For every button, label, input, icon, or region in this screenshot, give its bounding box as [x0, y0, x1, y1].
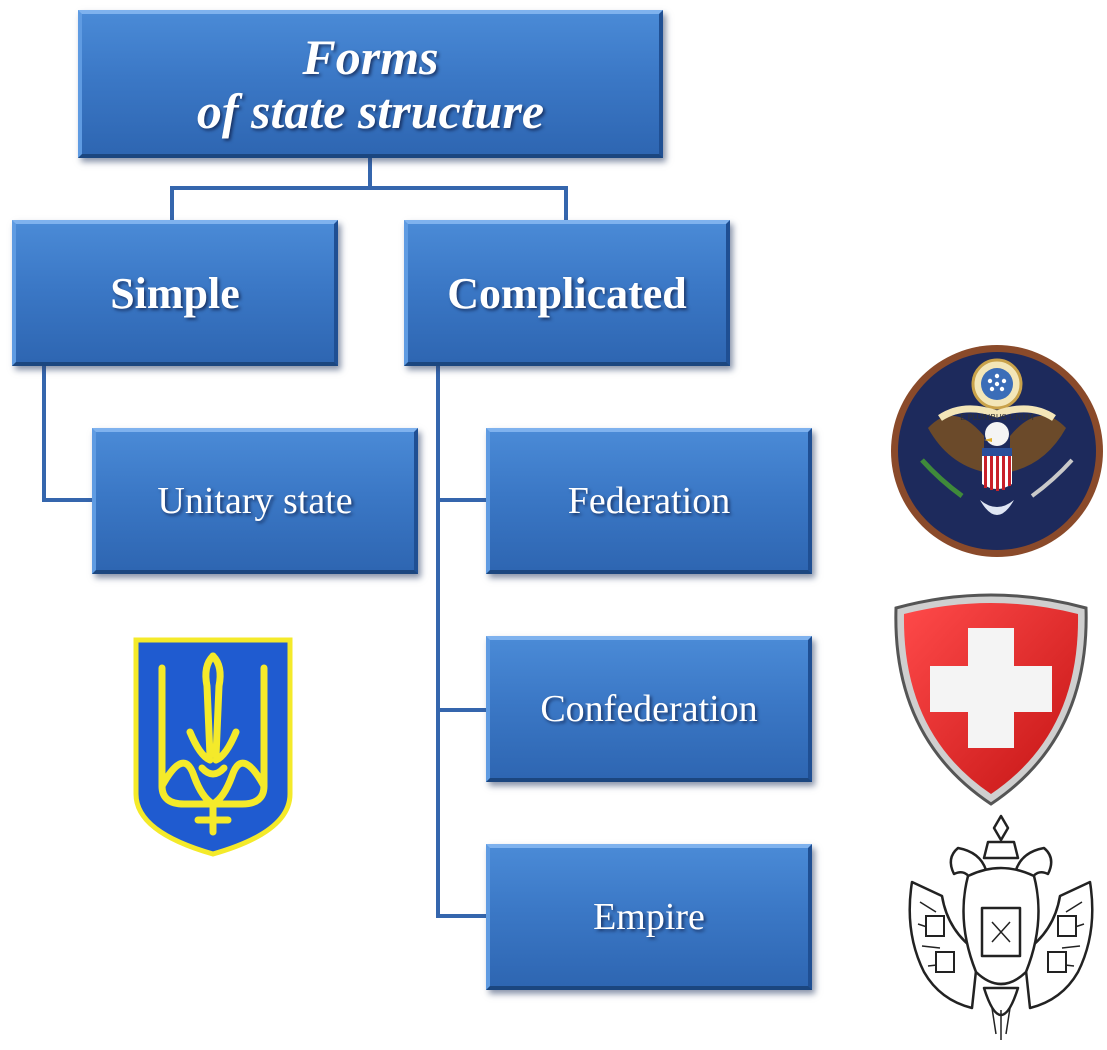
federation-node: Federation	[486, 428, 812, 574]
usa-seal-motto: E PLURIBUS UNUM	[960, 413, 1034, 422]
usa-seal-icon: E PLURIBUS UNUM	[891, 345, 1103, 557]
simple-node: Simple	[12, 220, 338, 366]
federation-label: Federation	[567, 480, 731, 522]
swiss-cross-icon	[894, 593, 1088, 806]
confederation-node: Confederation	[486, 636, 812, 782]
connector-root-complicated	[370, 186, 568, 222]
root-title-line1: Forms	[302, 29, 439, 85]
confederation-label: Confederation	[540, 688, 758, 730]
complicated-label: Complicated	[447, 268, 687, 318]
root-title-line2: of state structure	[196, 83, 545, 139]
ukraine-trident-icon	[133, 637, 293, 857]
connector-simple-unitary	[42, 366, 96, 502]
connector-root-simple	[170, 158, 372, 222]
empire-label: Empire	[593, 896, 705, 938]
complicated-node: Complicated	[404, 220, 730, 366]
empire-node: Empire	[486, 844, 812, 990]
simple-label: Simple	[110, 268, 240, 318]
connector-complicated-trunk	[436, 366, 488, 918]
unitary-state-label: Unitary state	[157, 480, 353, 522]
root-node: Forms of state structure	[78, 10, 663, 158]
unitary-state-node: Unitary state	[92, 428, 418, 574]
double-headed-eagle-icon	[908, 814, 1094, 1040]
